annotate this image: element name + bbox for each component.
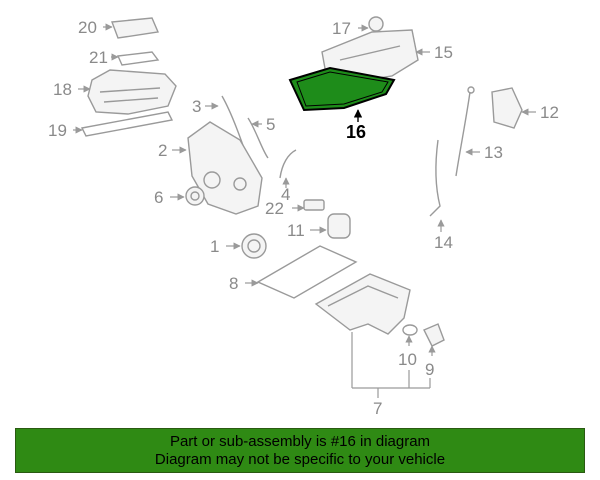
callout-17[interactable]: 17 — [332, 19, 351, 38]
part-10-washer: 10 — [398, 324, 418, 388]
part-5-tube: 5 — [247, 115, 275, 159]
part-6-seal: 6 — [154, 186, 205, 207]
callout-14[interactable]: 14 — [434, 233, 453, 252]
part-16-valve-cover-gasket: 16 — [288, 66, 396, 142]
part-4-hose: 4 — [279, 149, 297, 204]
callout-11[interactable]: 11 — [287, 221, 305, 240]
callout-13[interactable]: 13 — [484, 143, 503, 162]
banner-line-1: Part or sub-assembly is #16 in diagram — [169, 433, 431, 450]
callout-16[interactable]: 16 — [346, 122, 366, 142]
callout-7[interactable]: 7 — [373, 399, 382, 418]
callout-18[interactable]: 18 — [53, 80, 72, 99]
part-11-oil-filter: 11 — [287, 213, 351, 240]
part-14-dipstick-tube: 14 — [429, 139, 453, 252]
part-21-gasket: 21 — [89, 48, 160, 67]
callout-21[interactable]: 21 — [89, 48, 108, 67]
callout-3[interactable]: 3 — [192, 97, 201, 116]
callout-19[interactable]: 19 — [48, 121, 67, 140]
part-1-pulley: 1 — [210, 233, 267, 259]
callout-10[interactable]: 10 — [398, 350, 417, 369]
engine-parts-diagram: 20 21 18 19 3 5 2 — [48, 16, 559, 418]
callout-1[interactable]: 1 — [210, 237, 219, 256]
part-9-drain-plug: 9 — [423, 323, 445, 388]
part-19-intake-gasket: 19 — [48, 111, 174, 140]
info-banner: Part or sub-assembly is #16 in diagram D… — [15, 428, 585, 473]
callout-5[interactable]: 5 — [266, 115, 275, 134]
callout-2[interactable]: 2 — [158, 141, 167, 160]
callout-9[interactable]: 9 — [425, 360, 434, 379]
part-8-pan-gasket: 8 — [229, 245, 358, 299]
callout-20[interactable]: 20 — [78, 18, 97, 37]
callout-6[interactable]: 6 — [154, 188, 163, 207]
callout-8[interactable]: 8 — [229, 274, 238, 293]
part-22-sensor: 22 — [265, 199, 325, 218]
callout-12[interactable]: 12 — [540, 103, 559, 122]
callout-15[interactable]: 15 — [434, 43, 453, 62]
part-18-intake-manifold: 18 — [53, 69, 177, 115]
part-20-cover: 20 — [78, 17, 160, 39]
part-7-oil-pan: 7 — [314, 273, 430, 418]
part-13-dipstick: 13 — [455, 86, 503, 177]
banner-line-2: Diagram may not be specific to your vehi… — [154, 451, 446, 468]
part-12-cover: 12 — [491, 87, 559, 129]
part-17-oil-cap: 17 — [332, 16, 384, 38]
part-2-timing-cover: 2 — [158, 121, 263, 215]
callout-4[interactable]: 4 — [281, 185, 290, 204]
callout-22[interactable]: 22 — [265, 199, 284, 218]
